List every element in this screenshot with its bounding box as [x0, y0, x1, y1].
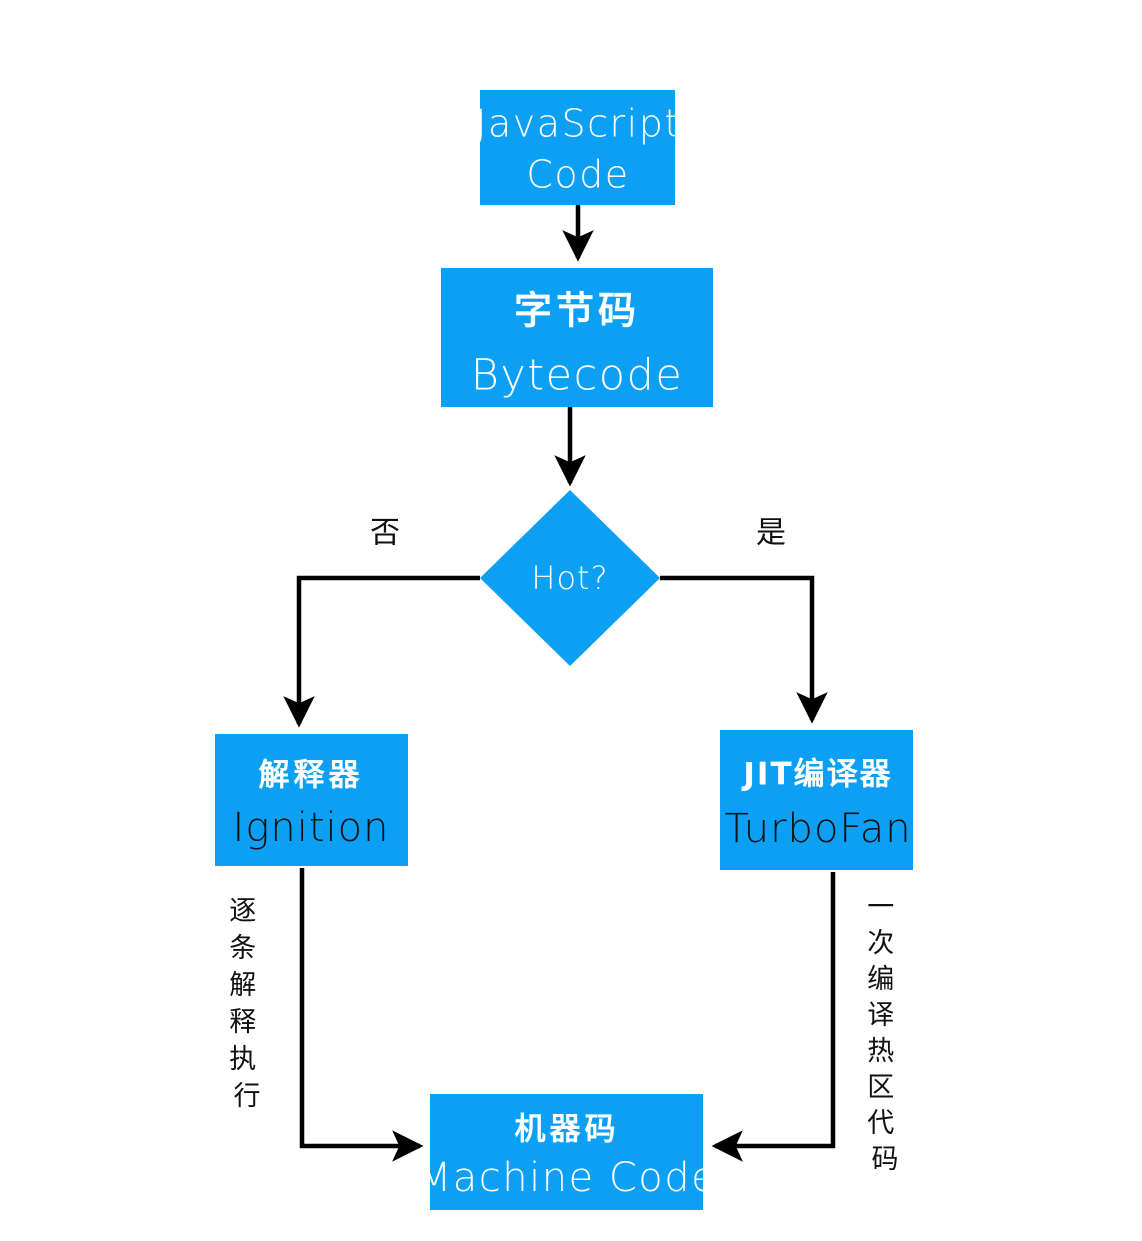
node-interpreter-label-en: Ignition [233, 805, 390, 851]
edge-interpreter-to-machine [299, 868, 424, 1162]
node-jit-compiler[interactable]: JIT编译器 TurboFan [720, 730, 913, 870]
node-jit-compiler-box [720, 730, 913, 870]
node-jit-compiler-label-cn: JIT编译器 [741, 757, 892, 793]
node-bytecode-label-en: Bytecode [471, 351, 684, 401]
edge-label-hot-yes: 是 [756, 516, 786, 551]
node-javascript-code-label-line1: JavaScript [475, 102, 680, 146]
node-hot-decision-label: Hot? [531, 559, 608, 597]
node-jit-compiler-label-en: TurboFan [724, 806, 911, 852]
node-hot-decision[interactable]: Hot? [480, 490, 660, 666]
edge-hot-no [283, 575, 480, 728]
node-interpreter[interactable]: 解释器 Ignition [215, 734, 408, 866]
node-interpreter-label-cn: 解释器 [259, 758, 364, 794]
node-interpreter-box [215, 734, 408, 866]
edge-label-jit-to-machine: 一 次 编 译 热 区 代 码 [867, 892, 903, 1175]
node-machine-code-label-cn: 机器码 [515, 1112, 620, 1148]
node-javascript-code-label-line2: Code [526, 153, 629, 197]
node-javascript-code[interactable]: JavaScript Code [475, 90, 680, 205]
edge-label-hot-no: 否 [370, 516, 400, 551]
node-bytecode-label-cn: 字节码 [514, 289, 640, 333]
edge-label-interpreter-to-machine-text: 逐 条 解 释 执 行 [229, 896, 265, 1112]
edge-hot-yes [660, 575, 828, 724]
edge-jit-to-machine [711, 872, 836, 1162]
node-bytecode[interactable]: 字节码 Bytecode [441, 268, 713, 407]
node-machine-code-box [430, 1094, 703, 1210]
node-machine-code-label-en: Machine Code [417, 1155, 718, 1201]
node-hot-decision-diamond [480, 490, 660, 666]
node-bytecode-box [441, 268, 713, 407]
edge-label-interpreter-to-machine: 逐 条 解 释 执 行 [229, 896, 265, 1112]
node-machine-code[interactable]: 机器码 Machine Code [417, 1094, 718, 1210]
edge-label-jit-to-machine-text: 一 次 编 译 热 区 代 码 [867, 892, 903, 1175]
node-javascript-code-box [480, 90, 675, 205]
